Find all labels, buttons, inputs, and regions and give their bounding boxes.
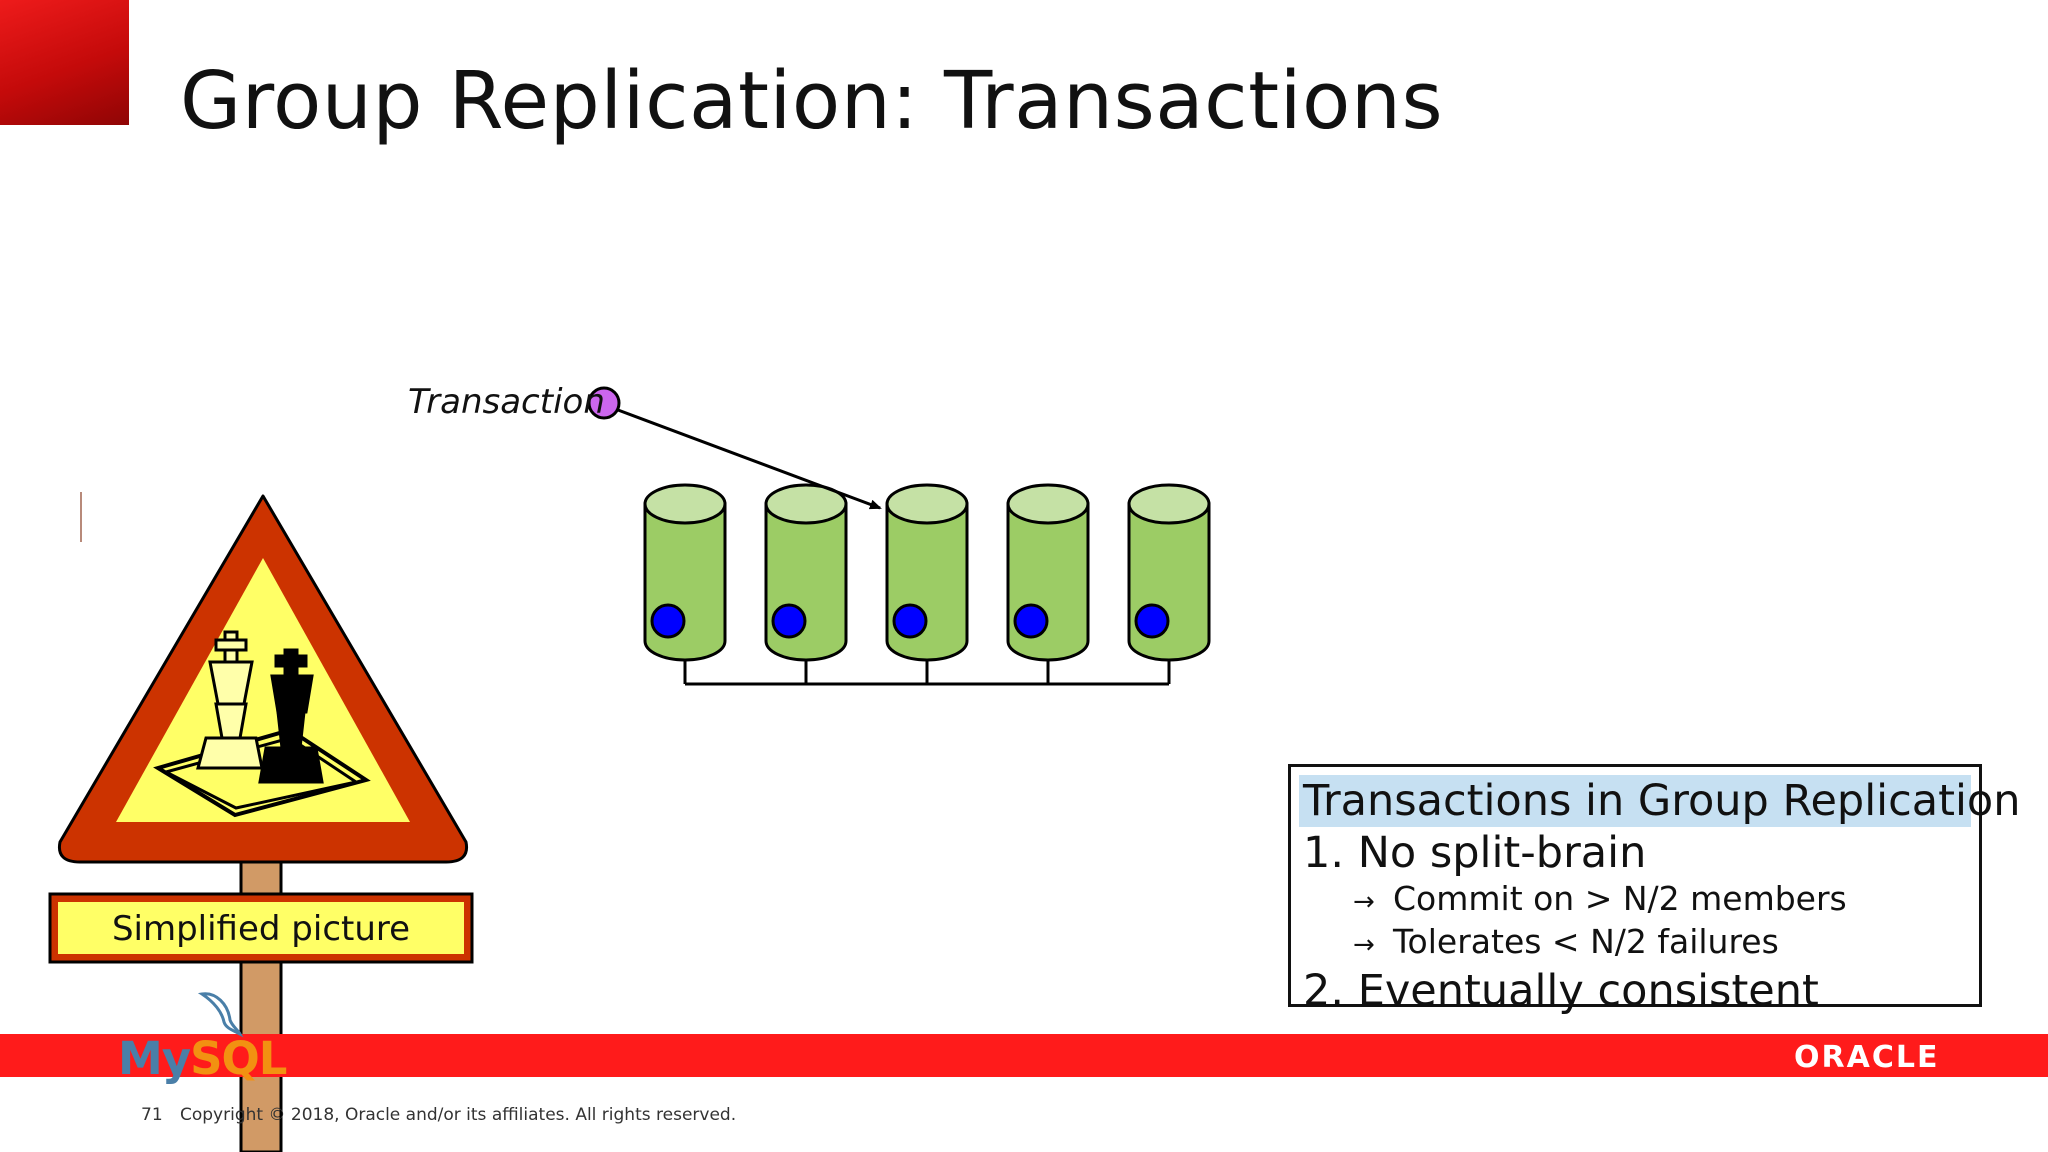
info-box-title: Transactions in Group Replication (1299, 775, 2020, 827)
server-state-dot (1134, 603, 1170, 639)
left-tick-mark (80, 492, 82, 542)
black-king-icon (258, 648, 324, 784)
server-top (885, 483, 969, 525)
info-sub-commit-text: Commit on > N/2 members (1393, 879, 1847, 918)
right-arrow-icon: → (1353, 930, 1375, 960)
mysql-dolphin-icon (197, 992, 244, 1038)
server-cylinder-2 (764, 483, 848, 684)
sign-label: Simplified picture (111, 909, 411, 949)
info-box: Transactions in Group Replication 1. No … (1288, 764, 2020, 1016)
sign-label-plate-fill (58, 902, 464, 954)
info-sub-tolerates-text: Tolerates < N/2 failures (1393, 922, 1779, 961)
info-sub-tolerates: → Tolerates < N/2 failures (1291, 922, 1979, 965)
server-cylinder-1 (643, 483, 727, 684)
server-state-dot (892, 603, 928, 639)
server-state-dot (650, 603, 686, 639)
transaction-dot (587, 386, 621, 420)
server-state-dot (1013, 603, 1049, 639)
server-state-dot (771, 603, 807, 639)
copyright-text: Copyright © 2018, Oracle and/or its affi… (180, 1105, 737, 1125)
chess-icon (153, 630, 371, 818)
info-sub-commit: → Commit on > N/2 members (1291, 879, 1979, 922)
sign-triangle-fill (116, 558, 410, 822)
server-cylinder-4 (1006, 483, 1090, 684)
footer-red-bar (0, 1034, 2048, 1077)
transaction-arrow (617, 408, 882, 510)
server-top (1127, 483, 1211, 525)
server-top (643, 483, 727, 525)
info-item-split-brain: 1. No split-brain (1303, 828, 1647, 878)
corner-accent-block (0, 0, 129, 125)
info-item-eventually-consistent: 2. Eventually consistent (1303, 966, 1819, 1016)
slide-title: Group Replication: Transactions (180, 55, 1444, 147)
server-top (1006, 483, 1090, 525)
oracle-logo: ORACLE (1794, 1040, 1940, 1075)
right-arrow-icon: → (1353, 887, 1375, 917)
slide-number: 71 (141, 1105, 163, 1125)
white-king-icon (196, 630, 264, 770)
server-top (764, 483, 848, 525)
mysql-logo: MySQL (118, 1032, 287, 1085)
server-cylinder-3 (885, 483, 969, 684)
transaction-label: Transaction (408, 382, 605, 422)
server-cylinder-5 (1127, 483, 1211, 684)
